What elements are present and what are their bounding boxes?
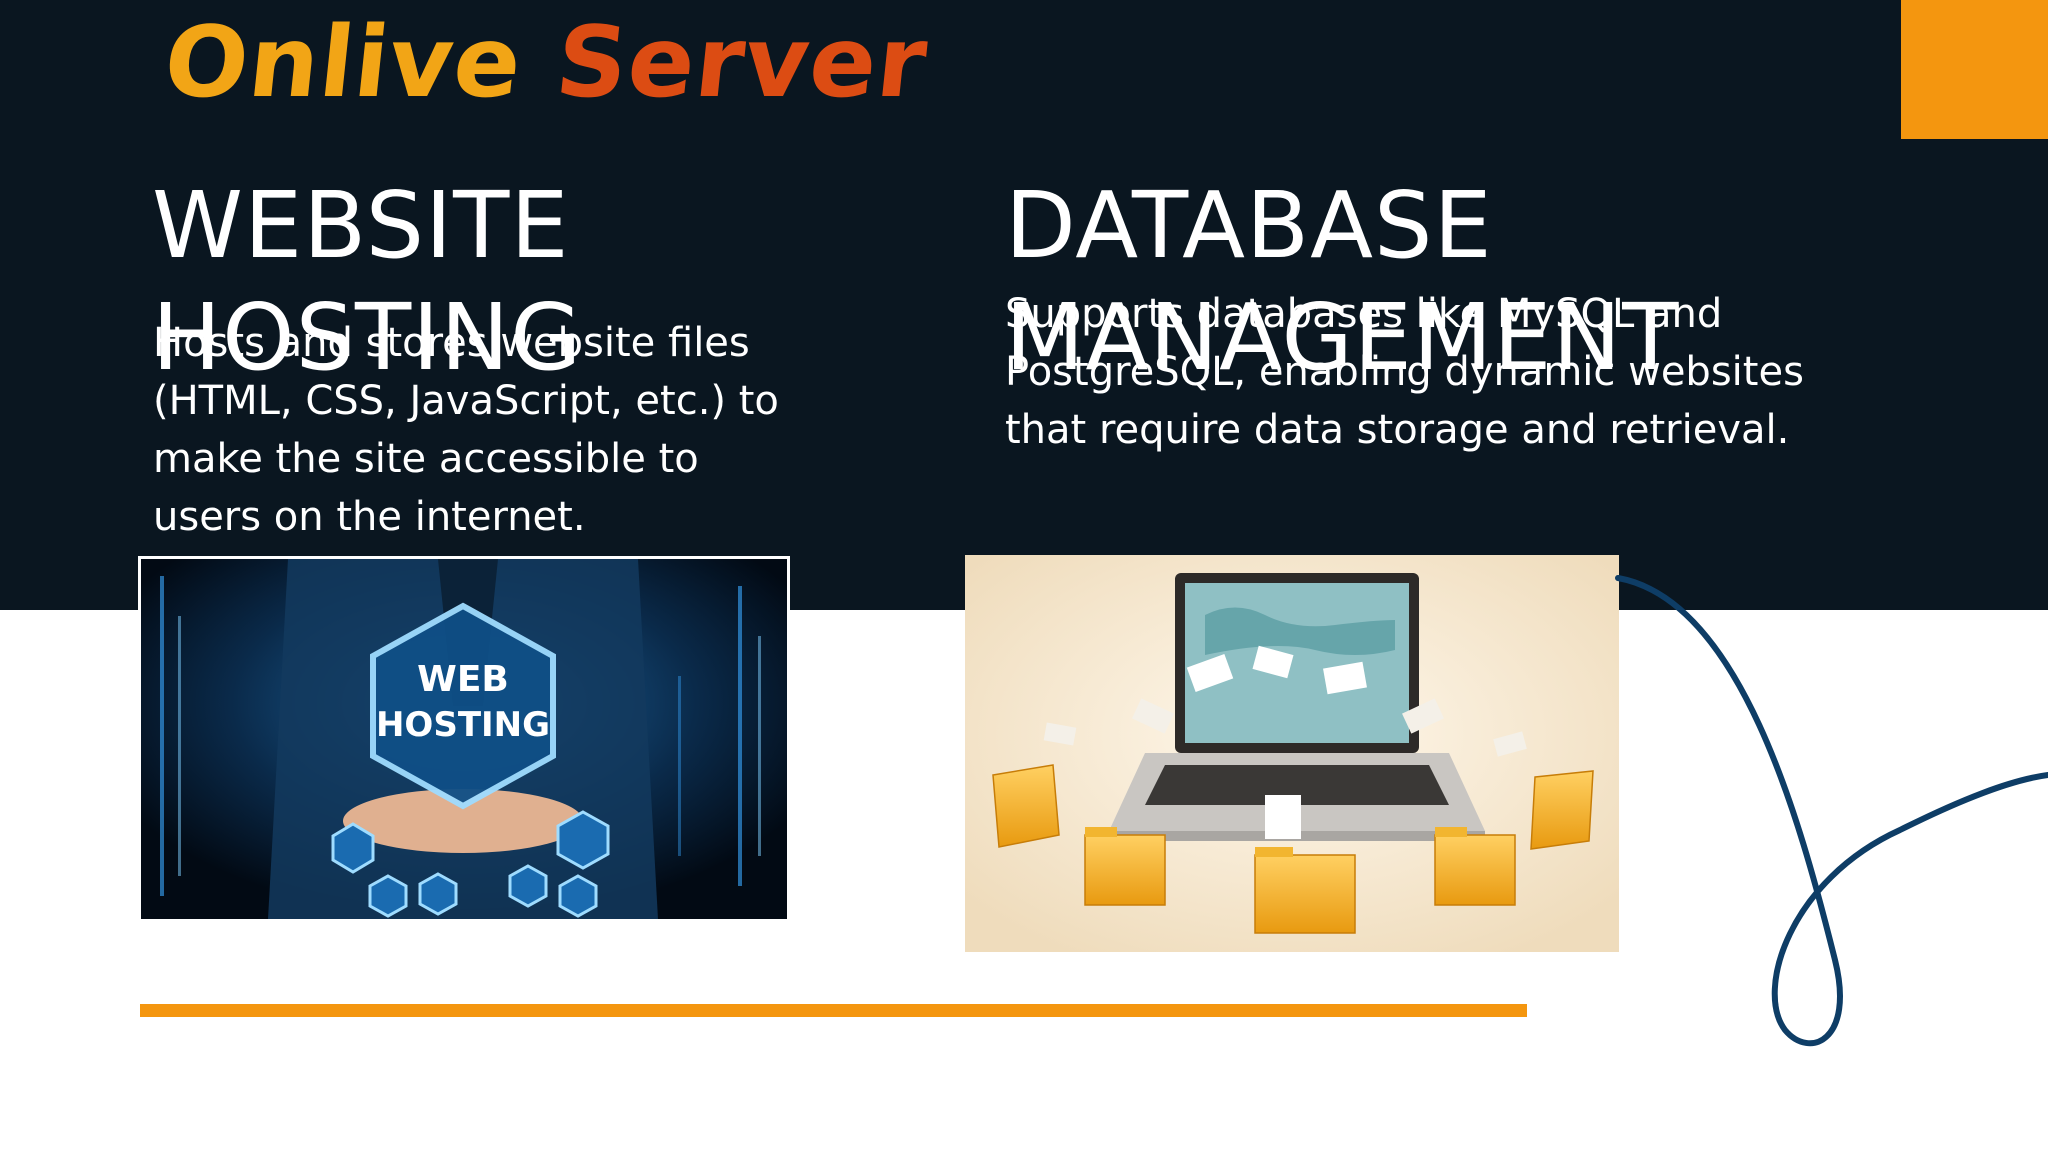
title-line: MANAGEMENT [1005,284,1680,391]
website-hosting-description: Hosts and stores website files (HTML, CS… [153,320,779,540]
database-illustration [965,555,1619,952]
orange-divider-line [140,1004,1527,1017]
image-text-web: WEB [417,659,509,700]
header-band [0,0,2048,610]
image-text-hosting: HOSTING [376,705,550,745]
title-line: WEBSITE [152,172,570,279]
database-management-description: Supports databases like MySQL and Postgr… [1005,291,1804,453]
database-image [965,555,1619,952]
title-line: HOSTING [152,284,583,391]
corner-accent-block [1901,0,2048,139]
website-hosting-title: WEBSITE HOSTING [152,170,582,394]
web-hosting-image: WEB HOSTING [138,556,790,922]
web-hosting-illustration: WEB HOSTING [138,556,790,922]
title-line: DATABASE [1005,172,1493,279]
database-management-title: DATABASE MANAGEMENT [1005,170,1679,394]
